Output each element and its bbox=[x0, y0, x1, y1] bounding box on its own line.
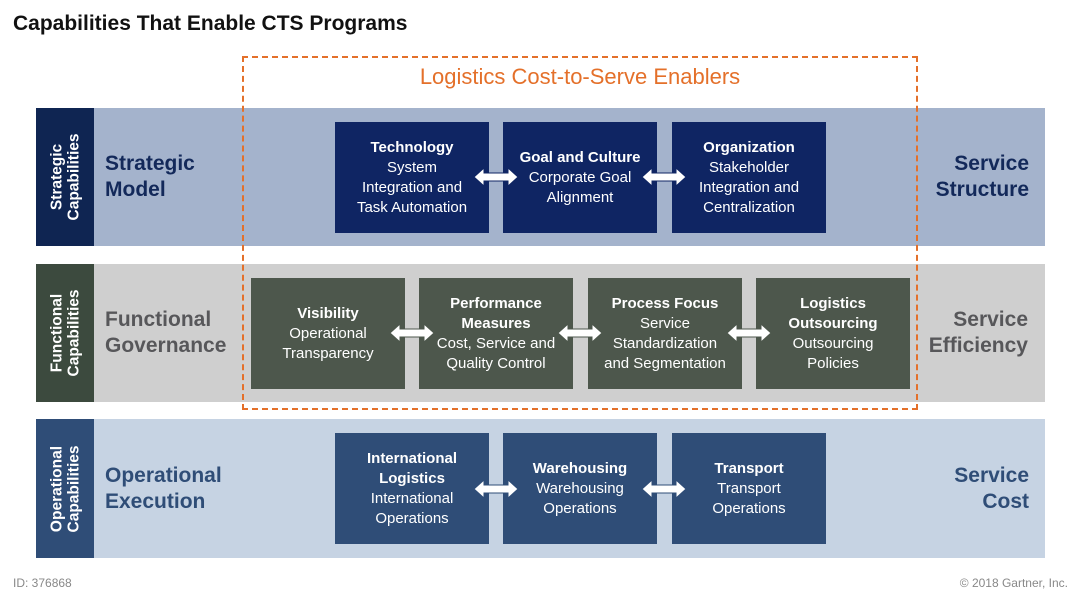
box-title: Visibility bbox=[297, 304, 359, 322]
box-title: Performance Measures bbox=[450, 294, 542, 332]
goal-and-culture-box: Goal and Culture Corporate Goal Alignmen… bbox=[503, 122, 657, 233]
box-title: Process Focus bbox=[611, 294, 719, 312]
double-arrow-icon bbox=[642, 480, 686, 498]
double-arrow-icon bbox=[558, 324, 602, 342]
warehousing-box: Warehousing Warehousing Operations bbox=[503, 433, 657, 544]
functional-vertical-label: Functional Capabilities bbox=[36, 264, 94, 402]
double-arrow-icon bbox=[642, 168, 686, 186]
technology-box: Technology System Integration and Task A… bbox=[335, 122, 489, 233]
functional-vertical-label-text: Functional Capabilities bbox=[48, 289, 82, 377]
page-title: Capabilities That Enable CTS Programs bbox=[13, 12, 408, 35]
strategic-model-label: Strategic Model bbox=[105, 152, 195, 201]
functional-governance-label: Functional Governance bbox=[105, 308, 227, 357]
box-description: Warehousing Operations bbox=[536, 479, 624, 517]
box-description: Transport Operations bbox=[712, 479, 786, 517]
strategic-vertical-label-text: Strategic Capabilities bbox=[48, 133, 82, 221]
service-cost-label: Service Cost bbox=[954, 463, 1029, 513]
process-focus-box: Process Focus Service Standardization an… bbox=[588, 278, 742, 389]
box-title: Organization bbox=[703, 138, 795, 156]
double-arrow-icon bbox=[474, 168, 518, 186]
transport-box: Transport Transport Operations bbox=[672, 433, 826, 544]
operational-vertical-label: Operational Capabilities bbox=[36, 419, 94, 558]
box-description: Operational Transparency bbox=[282, 324, 374, 362]
box-description: Cost, Service and Quality Control bbox=[436, 334, 556, 372]
enablers-title: Logistics Cost-to-Serve Enablers bbox=[419, 64, 741, 89]
service-efficiency-label: Service Efficiency bbox=[928, 308, 1028, 357]
box-title: Transport bbox=[714, 459, 784, 477]
box-description: Stakeholder Integration and Centralizati… bbox=[698, 158, 800, 216]
box-title: Technology bbox=[370, 138, 454, 156]
double-arrow-icon bbox=[727, 324, 771, 342]
service-structure-label: Service Structure bbox=[935, 152, 1029, 201]
operational-vertical-label-text: Operational Capabilities bbox=[48, 445, 82, 532]
organization-box: Organization Stakeholder Integration and… bbox=[672, 122, 826, 233]
logistics-outsourcing-box: Logistics Outsourcing Outsourcing Polici… bbox=[756, 278, 910, 389]
box-description: Service Standardization and Segmentation bbox=[604, 314, 726, 372]
double-arrow-icon bbox=[474, 480, 518, 498]
operational-execution-label: Operational Execution bbox=[105, 463, 222, 513]
box-description: Corporate Goal Alignment bbox=[528, 168, 632, 206]
box-description: System Integration and Task Automation bbox=[356, 158, 468, 216]
visibility-box: Visibility Operational Transparency bbox=[251, 278, 405, 389]
box-title: Logistics Outsourcing bbox=[788, 294, 878, 332]
box-description: Outsourcing Policies bbox=[792, 334, 874, 372]
strategic-vertical-label: Strategic Capabilities bbox=[36, 108, 94, 246]
document-id: ID: 376868 bbox=[13, 576, 72, 590]
box-description: International Operations bbox=[370, 489, 454, 527]
international-logistics-box: International Logistics International Op… bbox=[335, 433, 489, 544]
double-arrow-icon bbox=[390, 324, 434, 342]
performance-measures-box: Performance Measures Cost, Service and Q… bbox=[419, 278, 573, 389]
box-title: Goal and Culture bbox=[519, 148, 641, 166]
copyright: © 2018 Gartner, Inc. bbox=[959, 576, 1068, 590]
box-title: Warehousing bbox=[532, 459, 628, 477]
box-title: International Logistics bbox=[366, 449, 457, 487]
